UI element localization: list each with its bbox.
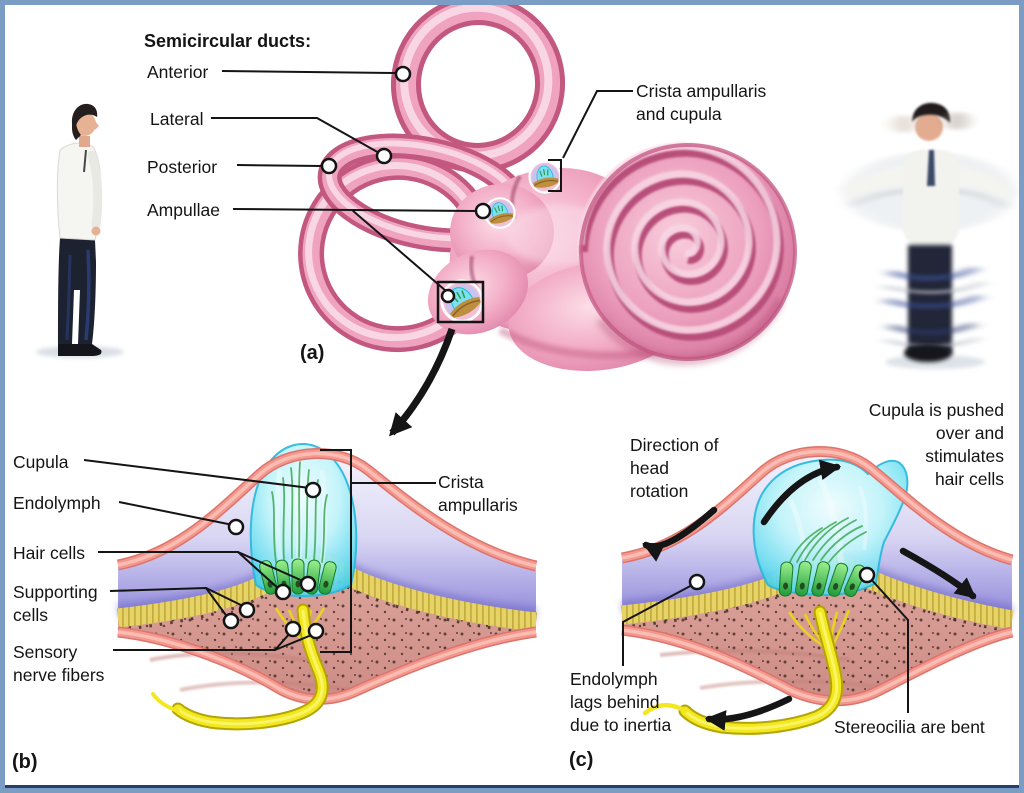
endolymph-push-arrow-right [899,547,977,600]
zoom-callout-arrow [389,327,456,437]
pointer-line-endolymph-lags [622,583,695,666]
panel-b-pointers [83,449,436,653]
panel-a-illustration [298,0,797,437]
hair-cells-b [259,558,337,595]
label-hair-cells: Hair cells [13,543,85,563]
hair [71,103,98,129]
endolymph-push-arrow-top [760,459,842,526]
pointer-line-cupula [83,459,311,489]
pointer-dot [440,288,456,304]
pointer-line-ampullae-branch [351,209,447,292]
pointer-dot [858,566,876,584]
panel-c-illustration [622,452,1012,735]
pointer-line-endolymph [118,501,234,526]
hair-cells-c [778,560,866,598]
panel-b-tag: (b) [12,751,38,773]
label-cupula: Cupula [13,452,69,472]
pointer-dot [274,583,292,601]
pointer-line-sensory-2 [274,633,315,651]
label-lateral: Lateral [150,109,204,129]
pointer-line-anterior [221,70,397,74]
pointer-line-posterior [236,164,323,167]
pointer-dot [227,518,245,536]
label-posterior: Posterior [147,157,218,177]
pointer-dot [304,481,322,499]
pointer-dot [307,622,325,640]
label-crista-ampullaris-b: Crista ampullaris [438,472,518,515]
endolymph-lag-arrow [704,695,793,731]
stereocilia-c-bent [788,517,867,565]
label-endolymph: Endolymph [13,493,101,513]
label-anterior: Anterior [147,62,209,82]
pointer-line-hair-cells-2 [237,551,306,583]
pointer-dot [394,65,412,83]
label-endolymph-lags: Endolymph lags behind due to inertia [570,669,672,735]
spinning-person [841,102,1016,369]
stereocilia-b [271,461,328,563]
panel-c-tag: (c) [569,749,594,771]
pointer-dot [284,620,302,638]
pointer-dot [688,573,706,591]
panel-b-illustration [118,442,536,731]
head-rotation-arrow [642,506,718,562]
pointer-dot [238,601,256,619]
pointer-line-stereocilia [868,576,909,713]
cochlea [581,145,797,365]
label-ampullae: Ampullae [147,200,220,220]
pointer-line-lateral [211,117,382,155]
panel-a-heading: Semicircular ducts: [144,31,312,51]
pointer-dot [299,575,317,593]
pointer-line-ampullae [232,208,477,212]
label-stereocilia-bent: Stereocilia are bent [834,717,985,737]
pointer-dot [375,147,393,165]
crista-bracket-b [320,449,352,653]
pointer-dot [474,202,492,220]
pointer-dot [222,612,240,630]
label-cupula-pushed: Cupula is pushed over and stimulates hai… [868,400,1004,489]
standing-person [36,103,124,358]
pointer-line-crista-cupula [562,90,633,159]
label-sensory-nerve-fibers: Sensory nerve fibers [13,642,105,685]
panel-a-pointers [211,65,633,304]
label-direction-of-head-rotation: Direction of head rotation [630,435,719,501]
panel-c-pointers [622,566,909,713]
panel-a-tag: (a) [300,342,325,364]
crista-bracket-a [548,159,562,192]
pointer-line-supporting-2 [205,587,246,608]
ampulla-highlight-box [436,280,485,324]
pointer-dot [320,157,338,175]
hair [912,102,951,123]
label-crista-ampullaris-cupula: Crista ampullaris and cupula [636,81,767,124]
label-supporting-cells: Supporting cells [13,582,98,625]
